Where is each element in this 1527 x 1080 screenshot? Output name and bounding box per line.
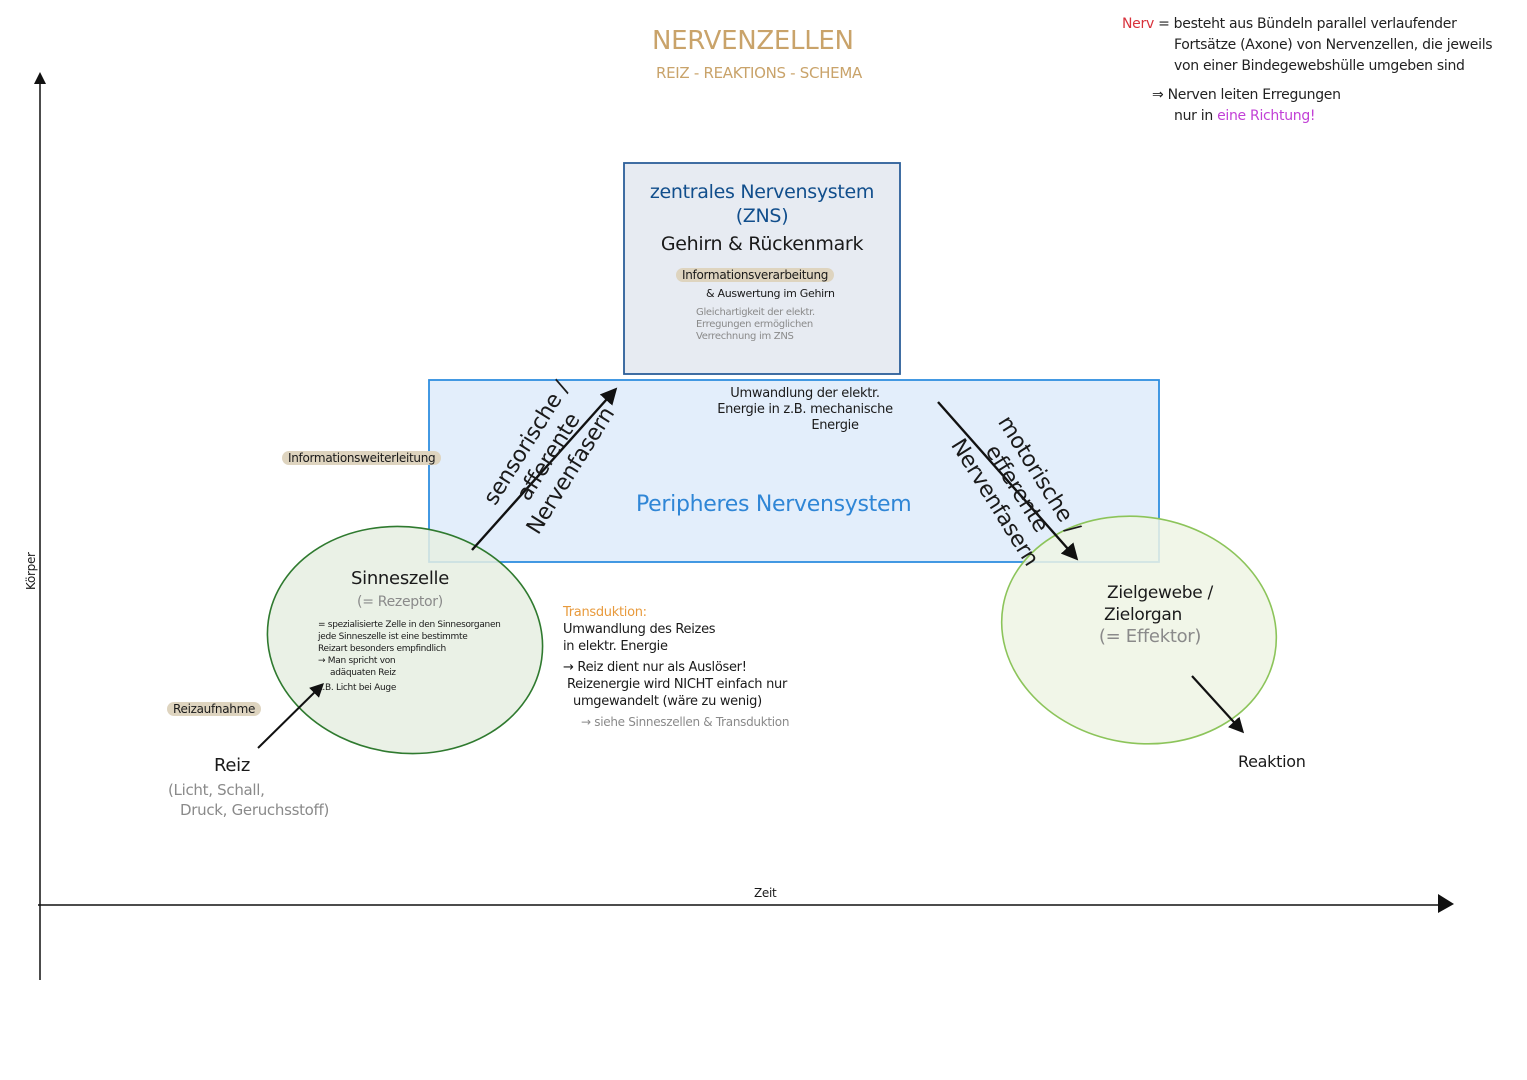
- sinneszelle-title: Sinneszelle: [351, 568, 449, 589]
- zielgewebe-l1: Zielgewebe /: [1107, 583, 1213, 603]
- note-term: Nerv: [1122, 16, 1154, 32]
- note-line-5-highlight: eine Richtung!: [1217, 108, 1316, 124]
- pns-text-2: Energie in z.B. mechanische: [717, 402, 893, 417]
- transduktion-block: Transduktion: Umwandlung des Reizes in e…: [563, 604, 789, 731]
- note-line-1: Nerv = besteht aus Bündeln parallel verl…: [1122, 14, 1517, 35]
- sinneszelle-t1: = spezialisierte Zelle in den Sinnesorga…: [318, 620, 501, 630]
- note-line-2: Fortsätze (Axone) von Nervenzellen, die …: [1174, 37, 1493, 53]
- reiz-details: (Licht, Schall, Druck, Geruchsstoff): [168, 780, 329, 820]
- transduktion-l1: Umwandlung des Reizes: [563, 622, 716, 637]
- y-axis-arrowhead: [34, 72, 46, 84]
- pns-text-1: Umwandlung der elektr.: [730, 386, 880, 401]
- zns-subtitle: Gehirn & Rückenmark: [660, 233, 864, 255]
- reizaufnahme-text: Reizaufnahme: [167, 702, 262, 716]
- zielgewebe-text: Zielgewebe / Zielorgan (= Effektor): [1070, 582, 1230, 648]
- zns-title: zentrales Nervensystem (ZNS): [630, 180, 894, 228]
- pns-title: Peripheres Nervensystem: [636, 492, 912, 517]
- zns-title-line-2: (ZNS): [735, 205, 789, 227]
- zielgewebe-ellipse: [1000, 515, 1278, 745]
- zns-highlight: Informationsverarbeitung: [676, 268, 835, 282]
- zns-title-line-1: zentrales Nervensystem: [649, 181, 875, 203]
- x-axis-arrowhead: [1438, 894, 1454, 913]
- note-line-5: nur in eine Richtung!: [1122, 106, 1517, 127]
- sinneszelle-t2: jede Sinneszelle ist eine bestimmte: [318, 632, 468, 642]
- nerv-definition-note: Nerv = besteht aus Bündeln parallel verl…: [1122, 14, 1517, 127]
- note-line-4: ⇒ Nerven leiten Erregungen: [1152, 87, 1341, 103]
- sinneszelle-t5: adäquaten Reiz: [330, 668, 396, 678]
- transduktion-l3: → Reiz dient nur als Auslöser!: [563, 660, 747, 675]
- sinneszelle-t6: z.B. Licht bei Auge: [318, 683, 397, 693]
- sinneszelle-t3: Reizart besonders empfindlich: [318, 644, 446, 654]
- pns-text-3: Energie: [811, 418, 859, 433]
- reiz-l1: (Licht, Schall,: [168, 781, 265, 799]
- note-line-3: von einer Bindegewebshülle umgeben sind: [1174, 58, 1465, 74]
- zns-grey-1: Gleichartigkeit der elektr.: [696, 307, 815, 318]
- zns-grey-2: Erregungen ermöglichen: [696, 319, 813, 330]
- zns-line: & Auswertung im Gehirn: [706, 287, 835, 300]
- sinneszelle-sub: (= Rezeptor): [357, 594, 443, 610]
- arrow-reiz: [257, 683, 324, 749]
- transduktion-l6: → siehe Sinneszellen & Transduktion: [581, 715, 790, 729]
- x-axis-label: Zeit: [754, 886, 777, 900]
- arrow-reaktion: [1191, 675, 1245, 734]
- zns-highlight-text: Informationsverarbeitung: [676, 268, 835, 282]
- page-title: NERVENZELLEN: [652, 26, 854, 56]
- y-axis-label: Körper: [24, 552, 38, 590]
- sinneszelle-t4: → Man spricht von: [318, 656, 396, 666]
- zielgewebe-l3: (= Effektor): [1098, 626, 1202, 647]
- reiz-l2: Druck, Geruchsstoff): [180, 801, 330, 819]
- reiz-title: Reiz: [214, 755, 251, 776]
- note-line-5-prefix: nur in: [1174, 108, 1218, 124]
- page-subtitle: REIZ - REAKTIONS - SCHEMA: [656, 64, 862, 82]
- zns-grey-3: Verrechnung im ZNS: [696, 331, 794, 342]
- transduktion-l2: in elektr. Energie: [563, 639, 668, 654]
- info-forward-label: Informationsweiterleitung: [282, 451, 442, 465]
- transduktion-title: Transduktion:: [563, 605, 647, 620]
- transduktion-l5: umgewandelt (wäre zu wenig): [573, 694, 762, 709]
- zns-grey-notes: Gleichartigkeit der elektr. Erregungen e…: [696, 307, 815, 343]
- sinneszelle-ellipse: [266, 525, 544, 755]
- arrow-efferent: [937, 401, 1079, 561]
- pns-box: [428, 379, 1160, 563]
- transduktion-l4: Reizenergie wird NICHT einfach nur: [567, 677, 787, 692]
- sinneszelle-text: = spezialisierte Zelle in den Sinnesorga…: [318, 619, 501, 694]
- reaktion-label: Reaktion: [1238, 752, 1306, 771]
- reizaufnahme-label: Reizaufnahme: [167, 702, 262, 716]
- arrow-afferent: [471, 387, 618, 551]
- zielgewebe-l2: Zielorgan: [1104, 605, 1182, 625]
- pns-text: Umwandlung der elektr. Energie in z.B. m…: [700, 386, 910, 434]
- info-forward-text: Informationsweiterleitung: [282, 451, 442, 465]
- note-text-1: = besteht aus Bündeln parallel verlaufen…: [1153, 16, 1457, 32]
